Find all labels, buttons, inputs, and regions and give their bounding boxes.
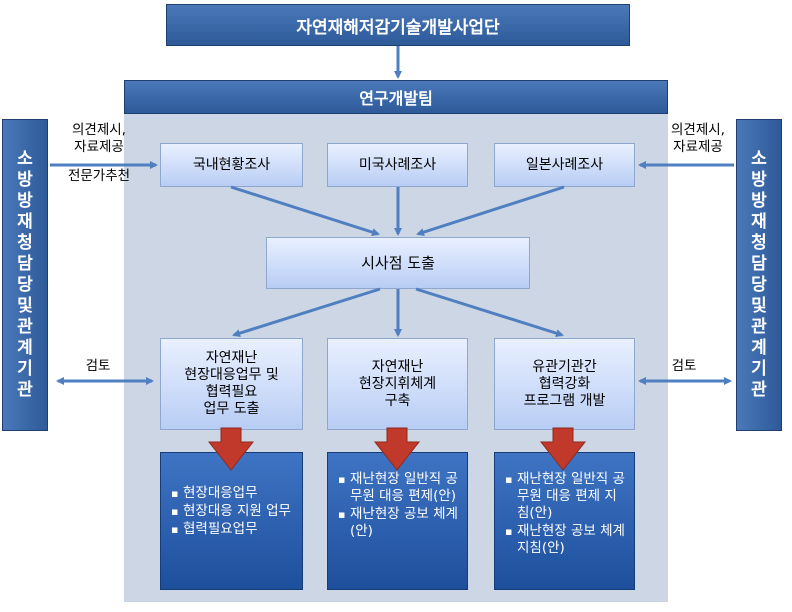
left-note-2: 자료제공 <box>74 139 124 155</box>
output-box-2: 재난현장 일반직 공무원 대응 편제(안) 재난현장 공보 체계(안) <box>327 452 468 590</box>
output-3-item: 재난현장 공보 체계 지침(안) <box>505 523 628 557</box>
right-notes: 의견제시, 자료제공 <box>658 122 738 156</box>
task-1-line-3: 협력필요 <box>205 384 258 400</box>
right-agency-label: 소방방재청담당 및 관계기관 <box>751 149 767 400</box>
left-note-1: 의견제시, <box>72 122 126 138</box>
output-2-item: 재난현장 공보 체계(안) <box>338 506 461 540</box>
red-arrow-2 <box>373 427 421 471</box>
arrow-implications-to-task-3 <box>415 287 564 338</box>
output-2-item: 재난현장 일반직 공무원 대응 편제(안) <box>338 471 461 505</box>
task-1-line-1: 자연재난 <box>205 350 258 366</box>
output-1-item: 현장대응업무 <box>171 485 296 502</box>
task-2-line-1: 자연재난 <box>371 358 424 375</box>
right-note-1: 의견제시, <box>671 122 725 138</box>
arrow-japan-to-implications <box>416 185 565 236</box>
team-header: 연구개발팀 <box>124 80 668 114</box>
red-arrow-3 <box>539 427 587 471</box>
task-1-line-2: 현장대응업무 및 <box>184 367 279 383</box>
task-3-line-2: 협력강화 <box>538 375 591 392</box>
left-review-label: 검토 <box>85 358 111 374</box>
top-box: 자연재해저감기술개발사업단 <box>166 4 630 46</box>
arrow-domestic-to-implications <box>230 185 380 236</box>
task-1-line-4: 업무 도출 <box>203 401 260 417</box>
survey-box-japan: 일본사례조사 <box>494 143 635 187</box>
output-box-1: 현장대응업무 현장대응 지원 업무 협력필요업무 <box>160 452 303 590</box>
implications-box: 시사점 도출 <box>266 237 530 289</box>
left-note-3: 전문가추천 <box>67 168 131 184</box>
left-agency-box: 소방방재청담당 및 관계기관 <box>2 119 48 431</box>
task-3-line-1: 유관기관간 <box>532 358 597 375</box>
output-1-item: 협력필요업무 <box>171 521 296 538</box>
right-agency-box: 소방방재청담당 및 관계기관 <box>736 119 782 431</box>
task-2-line-3: 구축 <box>384 392 411 409</box>
task-2-line-2: 현장지휘체계 <box>358 375 437 392</box>
right-note-2: 자료제공 <box>673 139 723 155</box>
left-agency-label: 소방방재청담당 및 관계기관 <box>17 149 33 400</box>
output-3-item: 재난현장 일반직 공무원 대응 편제 지침(안) <box>505 471 628 522</box>
output-box-3: 재난현장 일반직 공무원 대응 편제 지침(안) 재난현장 공보 체계 지침(안… <box>494 452 635 590</box>
arrow-implications-to-task-1 <box>232 287 381 338</box>
task-box-2: 자연재난 현장지휘체계 구축 <box>327 338 468 430</box>
red-arrow-1 <box>207 427 255 471</box>
output-1-item: 현장대응 지원 업무 <box>171 503 296 520</box>
survey-box-usa: 미국사례조사 <box>327 143 468 187</box>
right-review-label: 검토 <box>671 358 697 374</box>
left-notes: 의견제시, 자료제공 전문가추천 <box>54 122 144 185</box>
task-3-line-3: 프로그램 개발 <box>523 392 606 409</box>
